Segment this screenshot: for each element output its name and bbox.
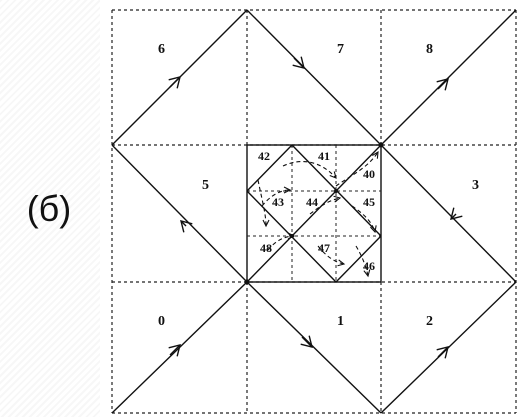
region-label-8: 8 <box>426 42 433 57</box>
cell-label-41: 41 <box>318 149 330 163</box>
cell-label-45: 45 <box>363 195 375 209</box>
background-texture <box>0 0 100 417</box>
cell-label-48: 48 <box>260 241 272 255</box>
junction-dots <box>244 142 384 285</box>
cell-label-43: 43 <box>272 195 284 209</box>
inner-cell-labels: 40 41 42 43 44 45 46 47 48 <box>258 149 375 273</box>
cell-label-42: 42 <box>258 149 270 163</box>
cell-label-40: 40 <box>363 167 375 181</box>
cell-label-46: 46 <box>363 259 375 273</box>
figure-caption: (б) <box>26 188 72 229</box>
region-label-2: 2 <box>426 314 433 329</box>
region-label-7: 7 <box>337 42 344 57</box>
trajectory-arrows <box>168 56 463 359</box>
region-label-3: 3 <box>472 178 479 193</box>
region-label-0: 0 <box>158 314 165 329</box>
region-label-5: 5 <box>202 178 209 193</box>
inner-square <box>246 144 382 283</box>
cell-label-44: 44 <box>306 195 318 209</box>
inner-grid <box>247 145 381 282</box>
region-labels: 0 1 2 3 5 6 7 8 <box>158 42 479 329</box>
outer-grid <box>111 9 517 414</box>
cell-label-47: 47 <box>318 241 330 255</box>
region-label-1: 1 <box>337 314 344 329</box>
inner-flow-curves <box>257 150 379 278</box>
region-label-6: 6 <box>158 42 165 57</box>
